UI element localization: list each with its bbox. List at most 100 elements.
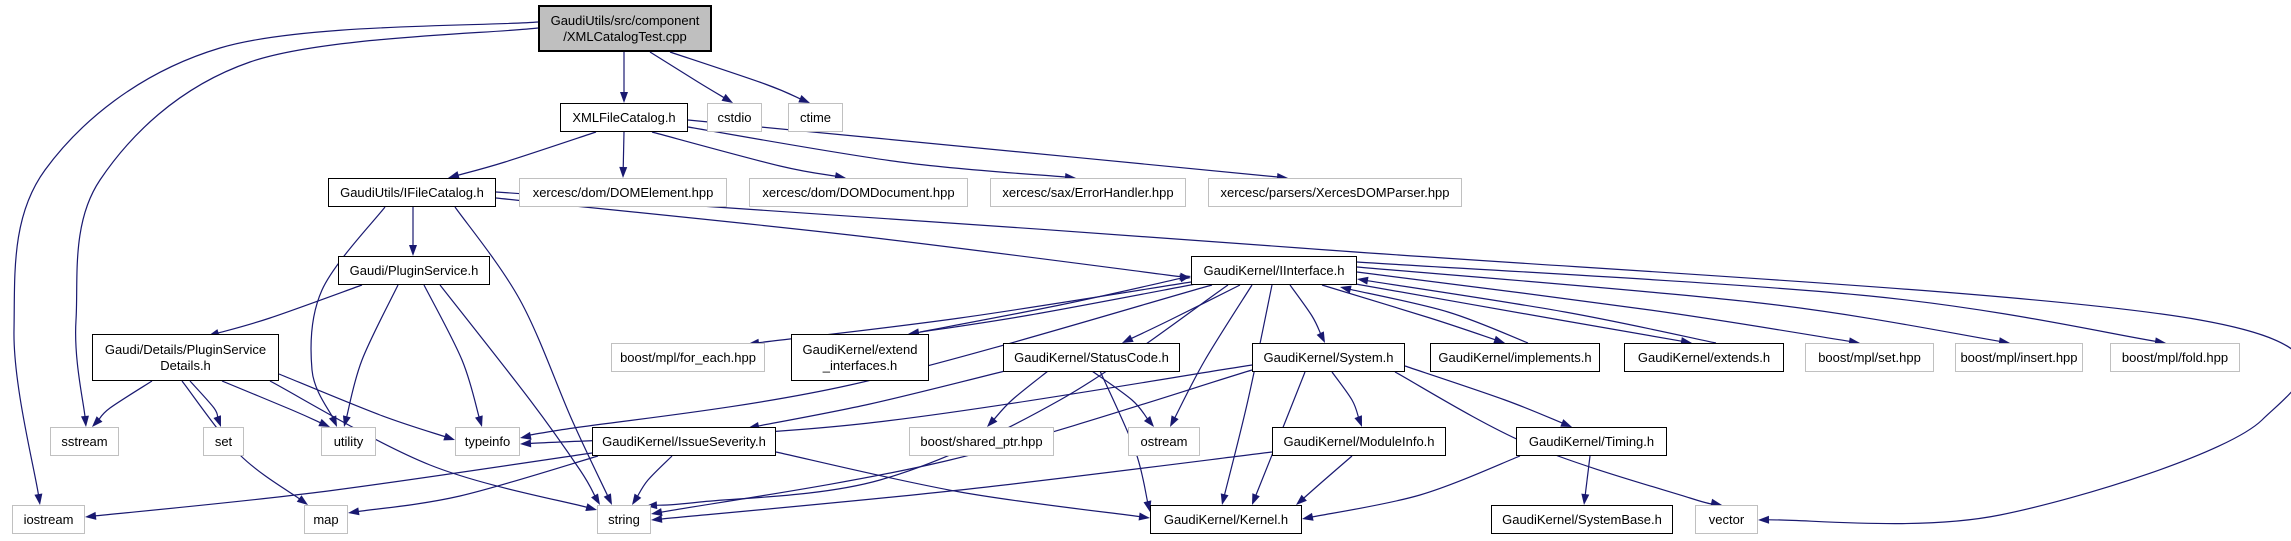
node-psd[interactable]: Gaudi/Details/PluginService Details.h (92, 334, 279, 381)
node-xercesdomparser[interactable]: xercesc/parsers/XercesDOMParser.hpp (1208, 178, 1462, 207)
node-typeinfo[interactable]: typeinfo (455, 427, 520, 456)
arrowhead-iinterface-typeinfo (520, 431, 532, 440)
arrowhead-iinterface-implements (1493, 335, 1505, 344)
node-implements[interactable]: GaudiKernel/implements.h (1430, 343, 1600, 372)
node-timing[interactable]: GaudiKernel/Timing.h (1516, 427, 1667, 456)
arrowhead-ifilecatalog-string (603, 493, 612, 505)
edge-issueseverity-string (636, 455, 673, 498)
node-utility[interactable]: utility (321, 427, 376, 456)
node-vector[interactable]: vector (1695, 505, 1758, 534)
edge-statuscode-sharedptr (992, 370, 1049, 421)
node-string[interactable]: string (597, 505, 651, 534)
arrowhead-system-typeinfo (520, 439, 532, 448)
node-mplinsert[interactable]: boost/mpl/insert.hpp (1955, 343, 2083, 372)
node-ctime[interactable]: ctime (788, 103, 843, 132)
arrowhead-system-string (651, 508, 663, 516)
arrowhead-statuscode-sharedptr (987, 416, 998, 427)
node-set[interactable]: set (203, 427, 244, 456)
node-pluginservice[interactable]: Gaudi/PluginService.h (338, 256, 490, 285)
edge-ifilecatalog-vector (495, 191, 2291, 525)
node-iinterface[interactable]: GaudiKernel/IInterface.h (1191, 256, 1357, 285)
edge-test-iostream (13, 21, 539, 497)
edge-moduleinfo-string (659, 451, 1273, 520)
edge-ifilecatalog-utility (310, 206, 386, 420)
node-sharedptr[interactable]: boost/shared_ptr.hpp (909, 427, 1054, 456)
edge-pluginservice-typeinfo (423, 284, 481, 419)
node-statuscode[interactable]: GaudiKernel/StatusCode.h (1003, 343, 1180, 372)
edge-moduleinfo-kernel (1302, 455, 1353, 500)
node-ostream[interactable]: ostream (1128, 427, 1200, 456)
edge-system-string (659, 369, 1253, 513)
edge-xmlfilecatalog-domdocument (651, 131, 838, 177)
edge-psd-set (189, 380, 219, 419)
edge-timing-systembase (1584, 455, 1591, 497)
node-domelement[interactable]: xercesc/dom/DOMElement.hpp (519, 178, 727, 207)
arrowhead-issueseverity-iostream (85, 511, 97, 520)
arrowhead-timing-systembase (1581, 493, 1590, 505)
edge-pluginservice-string (439, 284, 597, 498)
arrowhead-iinterface-statuscode (1122, 334, 1134, 343)
arrowhead-system-kernel (1252, 493, 1260, 505)
arrowhead-test-ctime (798, 95, 810, 103)
arrowhead-statuscode-ostream (1143, 415, 1154, 427)
node-system[interactable]: GaudiKernel/System.h (1252, 343, 1405, 372)
edge-iinterface-ostream (1173, 284, 1253, 420)
arrowhead-iinterface-kernel (1220, 493, 1229, 505)
arrowhead-system-vector (1710, 498, 1722, 507)
edge-system-timing (1404, 365, 1564, 425)
arrowhead-system-timing (1560, 419, 1572, 427)
edge-issueseverity-kernel (775, 451, 1142, 518)
edge-iinterface-extends (1349, 282, 1684, 343)
arrowhead-test-cstdio (721, 93, 733, 103)
arrowhead-ifilecatalog-vector (1758, 515, 1770, 524)
node-issueseverity[interactable]: GaudiKernel/IssueSeverity.h (592, 427, 776, 456)
arrowhead-xmlfilecatalog-domelement (619, 166, 628, 178)
arrowhead-psd-sstream (92, 416, 103, 427)
edge-statuscode-issueseverity (756, 370, 1006, 427)
node-test[interactable]: GaudiUtils/src/component /XMLCatalogTest… (538, 5, 712, 52)
edge-ifilecatalog-iinterface (495, 197, 1183, 278)
node-errorhandler[interactable]: xercesc/sax/ErrorHandler.hpp (990, 178, 1186, 207)
edge-iinterface-system (1289, 284, 1322, 336)
edge-system-moduleinfo (1331, 371, 1360, 419)
arrowhead-issueseverity-kernel (1138, 512, 1150, 521)
node-extendinterfaces[interactable]: GaudiKernel/extend _interfaces.h (791, 334, 929, 381)
node-foreach[interactable]: boost/mpl/for_each.hpp (611, 343, 765, 372)
edge-extendinterfaces-iinterface (919, 277, 1183, 333)
arrowhead-extendinterfaces-iinterface (1179, 274, 1191, 283)
edge-psd-utility (221, 380, 323, 424)
edge-iinterface-mplinsert (1356, 266, 2002, 343)
edge-pluginservice-utility (345, 284, 399, 419)
edge-xmlfilecatalog-xercesdomparser (687, 119, 1280, 178)
node-map[interactable]: map (304, 505, 348, 534)
node-cstdio[interactable]: cstdio (707, 103, 762, 132)
arrowhead-iinterface-system (1316, 331, 1325, 343)
edge-iinterface-extendinterfaces (916, 283, 1197, 334)
node-xmlfilecatalog[interactable]: XMLFileCatalog.h (560, 103, 688, 132)
edge-iinterface-typeinfo (525, 284, 1213, 437)
node-systembase[interactable]: GaudiKernel/SystemBase.h (1491, 505, 1673, 534)
node-moduleinfo[interactable]: GaudiKernel/ModuleInfo.h (1272, 427, 1446, 456)
edge-psd-string (269, 380, 589, 509)
arrowhead-iinterface-ostream (1170, 415, 1179, 427)
node-domdocument[interactable]: xercesc/dom/DOMDocument.hpp (749, 178, 968, 207)
arrowhead-system-moduleinfo (1354, 415, 1362, 427)
node-mplfold[interactable]: boost/mpl/fold.hpp (2110, 343, 2240, 372)
arrowhead-psd-typeinfo (443, 432, 455, 441)
arrowhead-ifilecatalog-pluginservice (409, 245, 417, 256)
arrowhead-moduleinfo-string (651, 514, 663, 523)
node-kernel[interactable]: GaudiKernel/Kernel.h (1150, 505, 1302, 534)
node-iostream[interactable]: iostream (12, 505, 85, 534)
node-sstream[interactable]: sstream (50, 427, 119, 456)
arrowhead-psd-string (585, 503, 597, 512)
arrowhead-moduleinfo-kernel (1296, 494, 1307, 505)
arrowhead-pluginservice-string (591, 493, 600, 505)
node-ifilecatalog[interactable]: GaudiUtils/IFileCatalog.h (328, 178, 496, 207)
arrowhead-pluginservice-utility (342, 415, 351, 427)
node-extends[interactable]: GaudiKernel/extends.h (1624, 343, 1784, 372)
arrowhead-test-xmlfilecatalog (620, 92, 628, 103)
edge-implements-iinterface (1348, 288, 1529, 344)
node-mplset[interactable]: boost/mpl/set.hpp (1805, 343, 1934, 372)
edge-iinterface-mplset (1356, 271, 1852, 343)
